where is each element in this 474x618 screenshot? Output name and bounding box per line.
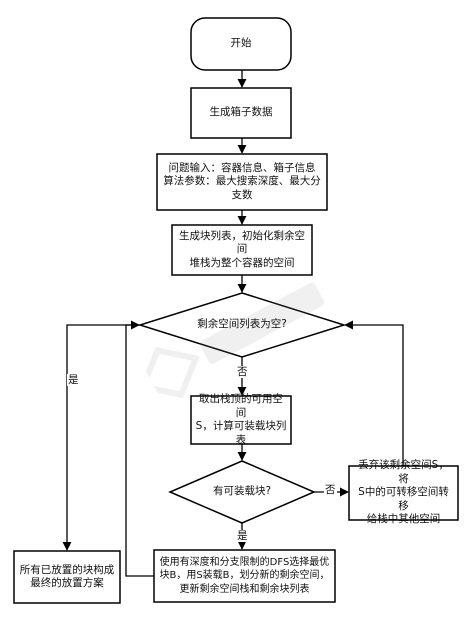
dfs-select-node: 使用有深度和分支限制的DFS选择最优 块B，用S装载B，划分新的剩余空间， 更新…: [159, 556, 330, 595]
edge-label-no-right: 否: [324, 484, 337, 496]
final-node: 所有已放置的块构成 最终的放置方案: [19, 563, 115, 590]
final-node-shape: [13, 550, 121, 604]
edge-dfs-loop-to-decision: [125, 320, 154, 577]
pop-space-node: 取出栈顶的可用空间 S，计算可装载块列表: [195, 393, 287, 446]
pop-space-node-shape: [190, 395, 292, 445]
input-node: 问题输入：容器信息、箱子信息 算法参数：最大搜索深度、最大分 支数: [163, 161, 321, 201]
start-node: 开始: [230, 37, 252, 50]
edge-label-yes-left: 是: [67, 374, 80, 386]
dfs-select-node-shape: [153, 549, 336, 603]
generate-boxes-node: 生成箱子数据: [209, 106, 273, 119]
discard-space-node-shape: [348, 465, 459, 521]
edge-decision-yes-to-final: [62, 324, 140, 551]
edge-discard-to-decision: [344, 320, 404, 466]
start-node-shape: [190, 17, 292, 71]
generate-boxes-node-shape: [190, 87, 292, 139]
init-node-shape: [171, 224, 313, 276]
discard-space-node: 丢弃该剩余空间S，将 S中的可转移空间转移 给栈中其他空间: [358, 459, 449, 526]
has-block-decision: 有可装载块?: [212, 485, 272, 498]
edge-label-yes-down: 是: [236, 530, 249, 542]
space-empty-decision: 剩余空间列表为空?: [197, 318, 287, 331]
edge-label-no-down: 否: [236, 366, 249, 378]
init-node: 生成块列表，初始化剩余空间 堆栈为整个容器的空间: [179, 229, 305, 269]
input-node-shape: [156, 153, 328, 211]
